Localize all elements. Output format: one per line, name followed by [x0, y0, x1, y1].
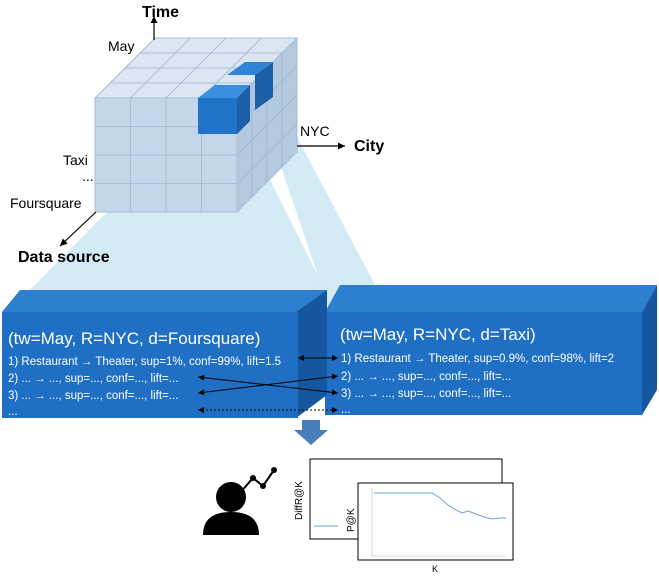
pk-chart-xlabel: K [432, 564, 438, 574]
pk-chart: P@K K [346, 482, 514, 574]
taxi-rule-2: 2) ... → ..., sup=..., conf=..., lift=..… [341, 371, 511, 383]
analyst-head [216, 482, 246, 512]
cube-grid-line [236, 123, 298, 184]
foursquare-rule-2: 2) ... → ..., sup=..., conf=..., lift=..… [8, 373, 178, 385]
source-tick-ellipsis: ... [82, 168, 94, 184]
highlight-cell-front-top [198, 85, 250, 98]
time-tick-may: May [108, 38, 134, 54]
highlight-cell-front [198, 98, 237, 134]
diffr-chart-ylabel: DiffR@K [294, 481, 305, 520]
foursquare-rule-1: 1) Restaurant → Theater, sup=1%, conf=99… [8, 356, 281, 368]
taxi-box-title: (tw=May, R=NYC, d=Taxi) [340, 325, 536, 344]
pk-chart-ylabel: P@K [346, 508, 357, 532]
city-axis-label: City [354, 138, 384, 155]
trend-line-icon [238, 469, 275, 495]
foursquare-rule-more: ... [8, 406, 18, 418]
city-tick-nyc: NYC [300, 123, 330, 139]
trend-point-3 [260, 483, 266, 489]
trend-point-1 [236, 491, 242, 497]
taxi-rule-3: 3) ... → ..., sup=..., conf=..., lift=..… [341, 388, 511, 400]
source-tick-taxi: Taxi [63, 152, 88, 168]
pk-chart-curve [374, 492, 506, 520]
foursquare-box-top [2, 290, 327, 312]
link-rule3-rule2 [197, 373, 339, 396]
source-axis-label: Data source [18, 249, 110, 266]
foursquare-box-front [2, 312, 298, 418]
highlight-cell-front-side [237, 85, 250, 134]
taxi-box-front [325, 312, 642, 415]
data-cube [93, 36, 299, 214]
pk-chart-frame [357, 482, 514, 561]
foursquare-box-title: (tw=May, R=NYC, d=Foursquare) [8, 329, 260, 348]
analyst-icon [203, 467, 277, 535]
taxi-rule-more: ... [341, 404, 351, 416]
time-axis-label: Time [142, 4, 179, 21]
source-tick-foursquare: Foursquare [10, 195, 82, 211]
taxi-box-side [642, 285, 657, 415]
analyst-body [203, 512, 259, 535]
taxi-box-top [325, 285, 657, 312]
down-arrow [294, 420, 328, 445]
trend-point-4 [271, 467, 277, 473]
trend-point-2 [250, 475, 256, 481]
taxi-rules-box: (tw=May, R=NYC, d=Taxi) 1) Restaurant → … [325, 285, 657, 416]
source-axis-arrow [59, 211, 97, 247]
highlight-cell-back-right [255, 62, 273, 110]
highlight-cell-back-top [227, 62, 273, 75]
foursquare-rules-box: (tw=May, R=NYC, d=Foursquare) 1) Restaur… [2, 290, 327, 418]
foursquare-box-side [296, 290, 327, 418]
taxi-rule-1: 1) Restaurant → Theater, sup=0.9%, conf=… [341, 353, 614, 365]
foursquare-rule-3: 3) ... → ..., sup=..., conf=..., lift=..… [8, 390, 178, 402]
